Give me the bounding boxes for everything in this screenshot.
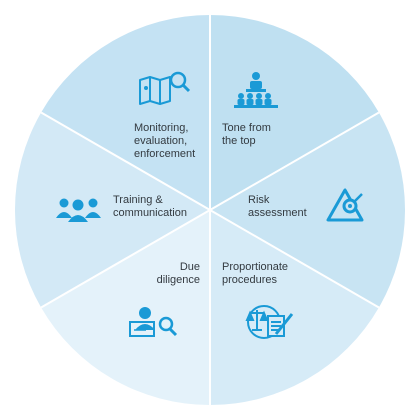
label-proportionate-procedures: Proportionate procedures <box>222 261 289 286</box>
sector-monitoring <box>41 15 210 210</box>
scales-document-icon <box>245 305 294 339</box>
sector-due-diligence <box>41 210 210 405</box>
dividers <box>40 15 380 405</box>
map-magnifier-icon <box>139 71 191 105</box>
label-monitoring-evaluation-enforcement: Monitoring, evaluation, enforcement <box>134 122 196 160</box>
sectors <box>14 14 406 405</box>
group-people-icon <box>56 198 101 222</box>
risk-triangle-icon <box>326 188 364 222</box>
sector-risk-assessment <box>210 112 406 308</box>
sector-training-communication <box>14 112 211 308</box>
label-due-diligence: Due diligence <box>156 261 200 286</box>
label-risk-assessment: Risk assessment <box>248 194 307 219</box>
sector-proportionate-procedures <box>210 210 379 405</box>
label-training-communication: Training & communication <box>113 194 187 219</box>
person-search-icon <box>129 307 178 337</box>
label-tone-from-the-top: Tone from the top <box>222 122 271 147</box>
sector-tone-from-the-top <box>210 14 379 210</box>
presentation-audience-icon <box>234 72 278 108</box>
